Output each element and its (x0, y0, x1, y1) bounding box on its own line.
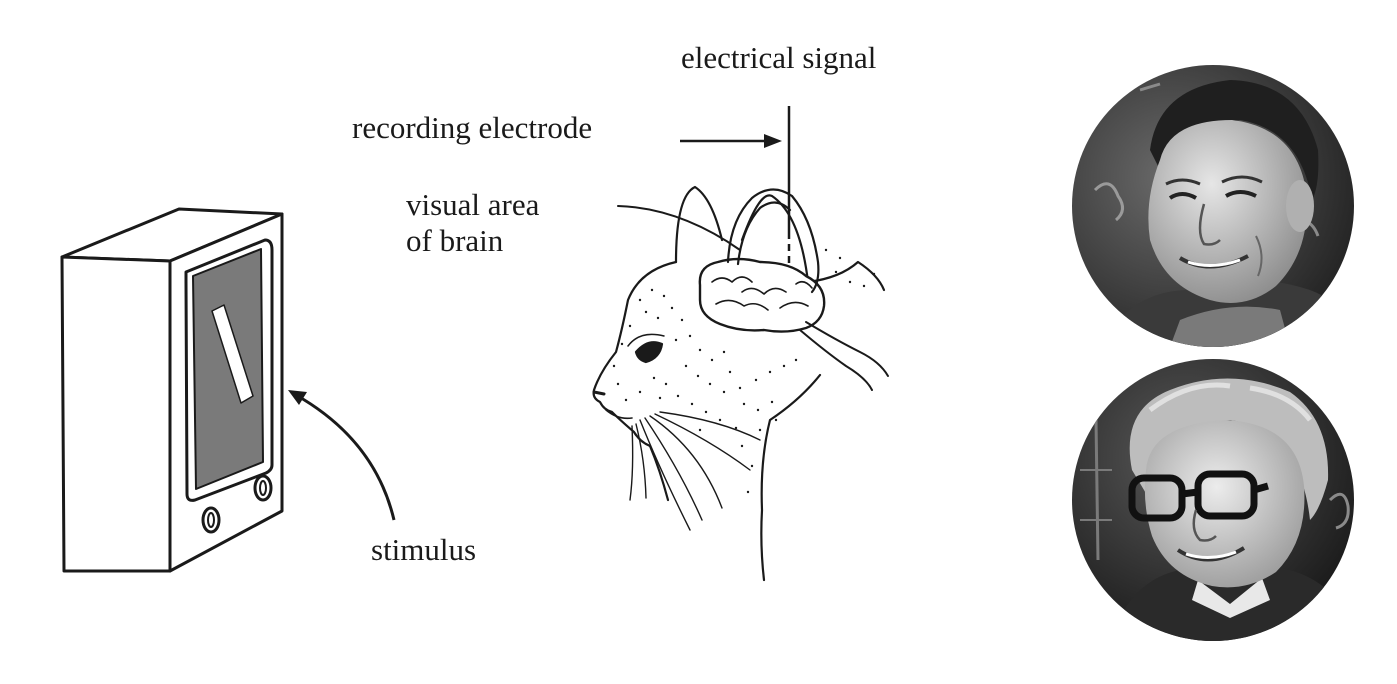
portrait-bottom (1072, 359, 1354, 641)
stimulus-label: stimulus (371, 532, 477, 567)
brain-cable (805, 321, 889, 377)
electrical-signal-label: electrical signal (681, 40, 877, 75)
cat-ear-left (674, 185, 724, 264)
crt-monitor-icon (60, 207, 284, 573)
portrait-top (1072, 65, 1354, 347)
cat-head-outline (592, 260, 678, 448)
stimulus-bar (211, 304, 254, 404)
recording-electrode-label: recording electrode (352, 110, 593, 145)
cat-head-drawing (592, 185, 889, 582)
portrait-glasses (1128, 470, 1269, 522)
electrode-holder (726, 188, 820, 294)
visual-area-label-line-2: of brain (406, 223, 504, 258)
visual-area-label-line-1: visual area (406, 187, 540, 222)
cat-fur-stipple (612, 248, 876, 494)
recording-electrode-arrow (680, 134, 782, 148)
cat-eye (634, 341, 664, 364)
stimulus-arrow (288, 390, 396, 521)
visual-area-of-brain (698, 257, 826, 333)
visual-area-leader-line (617, 205, 741, 251)
cat-ear-right (740, 194, 810, 284)
visual-area-of-brain-label: visual area of brain (406, 187, 539, 259)
cat-whiskers (629, 411, 761, 531)
monitor-screen (192, 248, 264, 490)
